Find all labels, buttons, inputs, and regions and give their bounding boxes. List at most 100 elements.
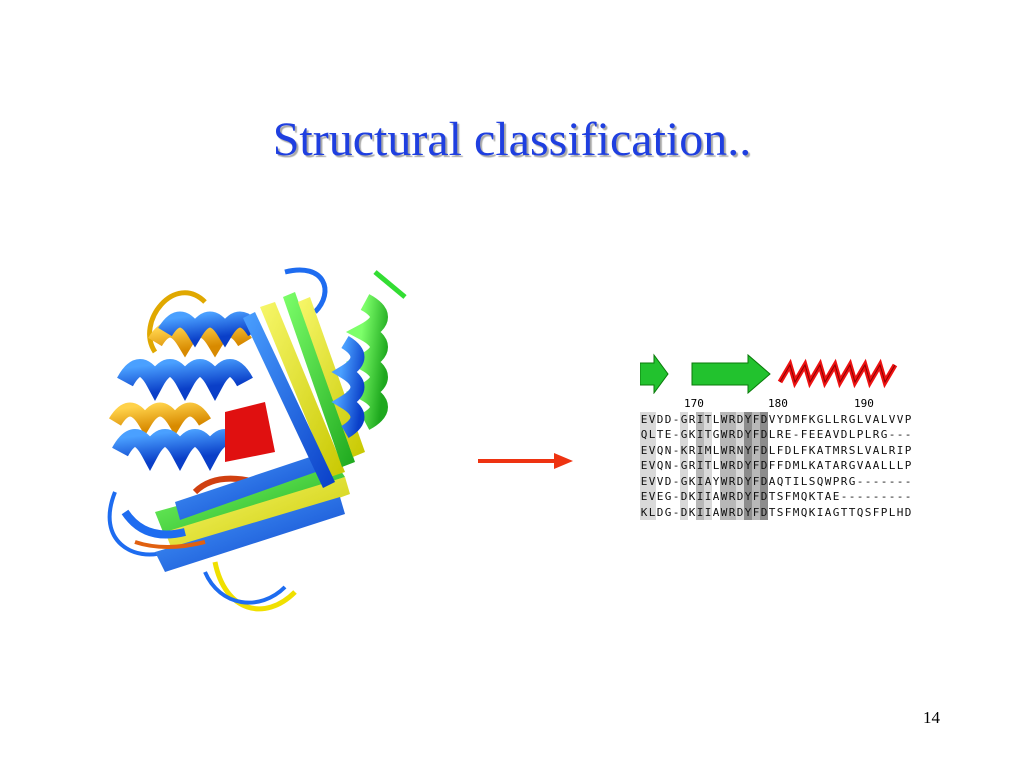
residue: V bbox=[648, 442, 656, 458]
residue: S bbox=[808, 474, 816, 488]
residue: V bbox=[648, 458, 656, 474]
residue: E bbox=[656, 490, 664, 503]
residue: D bbox=[680, 504, 688, 520]
residue: D bbox=[656, 412, 664, 426]
residue: D bbox=[736, 411, 744, 427]
residue: - bbox=[888, 474, 896, 488]
residue: L bbox=[712, 412, 720, 426]
residue: M bbox=[792, 459, 800, 472]
residue: G bbox=[712, 428, 720, 441]
residue: G bbox=[848, 474, 856, 488]
beta-strand-arrow-icon bbox=[640, 353, 669, 394]
residue: I bbox=[896, 443, 904, 457]
position-label: 180 bbox=[768, 397, 788, 410]
residue: K bbox=[688, 428, 696, 441]
residue: N bbox=[664, 459, 672, 472]
residue: E bbox=[664, 428, 672, 441]
beta-strand-arrow-icon bbox=[691, 353, 771, 394]
residue: F bbox=[752, 473, 760, 489]
residue: W bbox=[720, 442, 728, 458]
residue: F bbox=[752, 458, 760, 474]
residue: E bbox=[640, 473, 648, 489]
residue: V bbox=[856, 459, 864, 472]
residue: K bbox=[808, 505, 816, 519]
residue: F bbox=[768, 459, 776, 472]
residue: - bbox=[840, 490, 848, 503]
residue: L bbox=[864, 428, 872, 441]
residue: W bbox=[720, 427, 728, 443]
residue: L bbox=[880, 459, 888, 472]
residue: V bbox=[864, 412, 872, 426]
residue: N bbox=[736, 442, 744, 458]
residue: I bbox=[696, 427, 704, 443]
residue: - bbox=[880, 490, 888, 503]
residue: L bbox=[800, 474, 808, 488]
residue: F bbox=[784, 490, 792, 503]
residue: S bbox=[848, 443, 856, 457]
residue: L bbox=[648, 427, 656, 443]
residue: A bbox=[864, 459, 872, 472]
residue: G bbox=[848, 459, 856, 472]
residue: - bbox=[856, 490, 864, 503]
alignment-row: QLTE-GKITGWRDYFDLRE-FEEAVDLPLRG--- bbox=[640, 427, 940, 443]
residue: E bbox=[640, 411, 648, 427]
residue: G bbox=[680, 458, 688, 474]
residue: T bbox=[704, 458, 712, 474]
residue: G bbox=[880, 428, 888, 441]
residue: F bbox=[752, 442, 760, 458]
residue: T bbox=[704, 411, 712, 427]
residue: W bbox=[720, 489, 728, 505]
residue: Q bbox=[800, 505, 808, 519]
residue: K bbox=[680, 442, 688, 458]
residue: Q bbox=[776, 474, 784, 488]
residue: R bbox=[888, 443, 896, 457]
residue: - bbox=[888, 490, 896, 503]
residue: A bbox=[872, 459, 880, 472]
residue: I bbox=[696, 411, 704, 427]
residue: Q bbox=[816, 474, 824, 488]
residue: - bbox=[888, 428, 896, 441]
residue: D bbox=[664, 474, 672, 488]
residue: L bbox=[832, 412, 840, 426]
residue: P bbox=[880, 505, 888, 519]
residue: H bbox=[896, 505, 904, 519]
residue: - bbox=[904, 428, 912, 441]
residue: E bbox=[832, 490, 840, 503]
residue: G bbox=[680, 411, 688, 427]
residue: - bbox=[856, 474, 864, 488]
residue: Y bbox=[744, 458, 752, 474]
residue: Q bbox=[640, 427, 648, 443]
alignment-row: EVQN-GRITLWRDYFDFFDMLKATARGVAALLLP bbox=[640, 458, 940, 474]
residue: A bbox=[872, 443, 880, 457]
residue: - bbox=[672, 443, 680, 457]
residue: A bbox=[768, 474, 776, 488]
residue: G bbox=[816, 412, 824, 426]
residue: V bbox=[832, 428, 840, 441]
alignment-row: EVQN-KRIMLWRNYFDLFDLFKATMRSLVALRIP bbox=[640, 442, 940, 458]
residue: R bbox=[688, 412, 696, 426]
residue: F bbox=[752, 489, 760, 505]
residue: F bbox=[752, 427, 760, 443]
protein-structure-image bbox=[107, 267, 407, 612]
residue: E bbox=[784, 428, 792, 441]
residue: V bbox=[648, 473, 656, 489]
residue: - bbox=[872, 474, 880, 488]
residue: V bbox=[888, 412, 896, 426]
residue: F bbox=[784, 505, 792, 519]
residue: F bbox=[800, 428, 808, 441]
residue: I bbox=[816, 505, 824, 519]
residue: T bbox=[824, 443, 832, 457]
residue: D bbox=[760, 473, 768, 489]
residue: R bbox=[728, 473, 736, 489]
residue: D bbox=[664, 412, 672, 426]
residue: D bbox=[760, 442, 768, 458]
residue: T bbox=[816, 490, 824, 503]
residue: R bbox=[728, 427, 736, 443]
residue: G bbox=[832, 505, 840, 519]
residue: V bbox=[896, 412, 904, 426]
residue: P bbox=[904, 459, 912, 472]
alignment-row: EVDD-GRITLWRDYFDVYDMFKGLLRGLVALVVP bbox=[640, 411, 940, 427]
residue: R bbox=[728, 489, 736, 505]
residue: F bbox=[872, 505, 880, 519]
residue: E bbox=[640, 489, 648, 505]
